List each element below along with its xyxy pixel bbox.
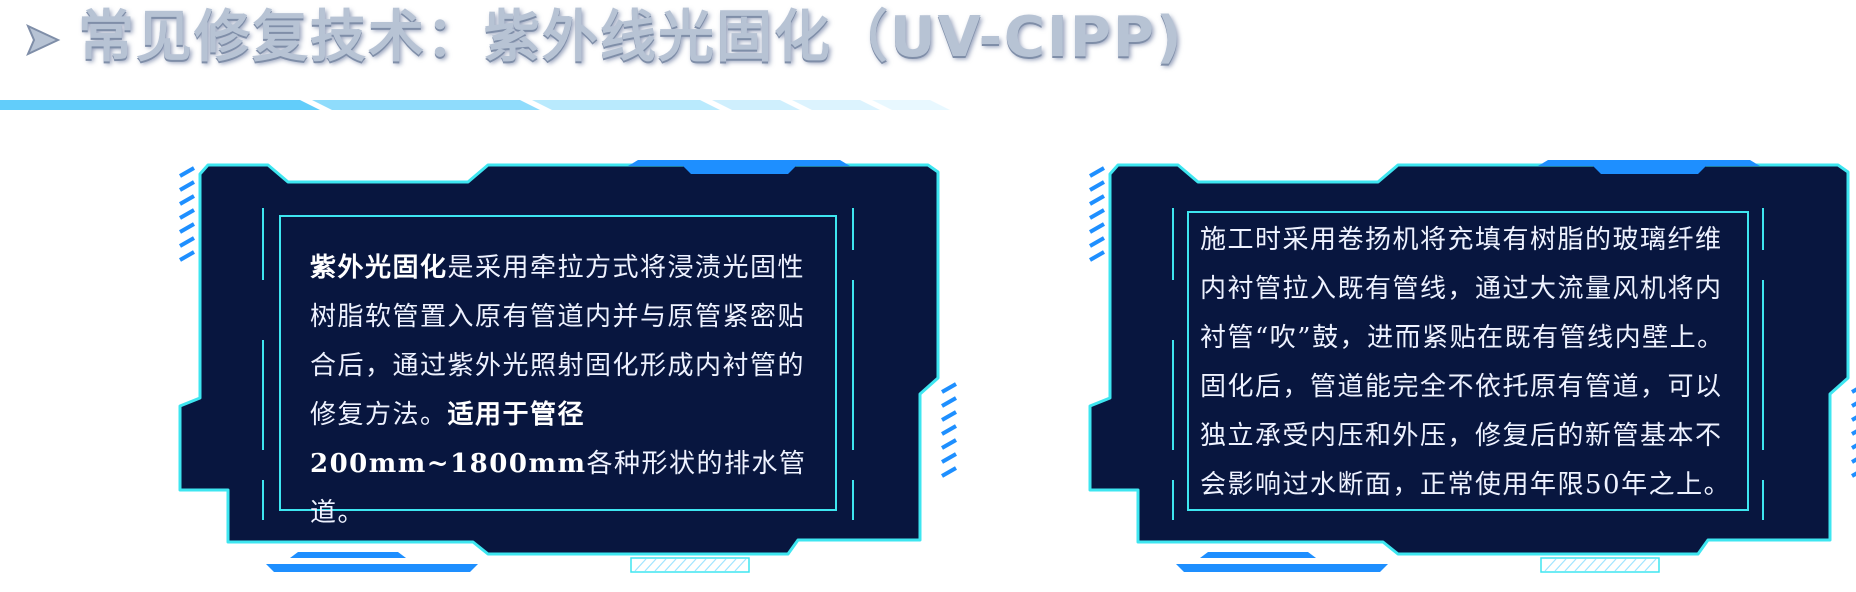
card-frame (178, 160, 957, 573)
card-left-body-end: 各种形状的排水管道。 (310, 449, 807, 528)
card-left-term: 紫外光固化 (310, 253, 448, 283)
title-bar: 常见修复技术：紫外线光固化（UV-CIPP) (22, 2, 1222, 74)
card-left-text: 紫外光固化是采用牵拉方式将浸渍光固性树脂软管置入原有管道内并与原管紧密贴合后，通… (310, 244, 810, 538)
card-frame (1088, 160, 1856, 573)
card-left-body: 是采用牵拉方式将浸渍光固性树脂软管置入原有管道内并与原管紧密贴合后，通过紫外光照… (310, 253, 806, 430)
card-left-highlight: 适用于管径200mm~1800mm (310, 400, 587, 479)
title-underline-stripes (0, 100, 950, 110)
chevron-right-icon (26, 23, 61, 57)
info-card-right: 施工时采用卷扬机将充填有树脂的玻璃纤维内衬管拉入既有管线，通过大流量风机将内衬管… (1088, 160, 1856, 580)
info-card-left: 紫外光固化是采用牵拉方式将浸渍光固性树脂软管置入原有管道内并与原管紧密贴合后，通… (178, 160, 958, 580)
page-title: 常见修复技术：紫外线光固化（UV-CIPP) (78, 5, 1184, 70)
card-right-text: 施工时采用卷扬机将充填有树脂的玻璃纤维内衬管拉入既有管线，通过大流量风机将内衬管… (1200, 225, 1732, 500)
